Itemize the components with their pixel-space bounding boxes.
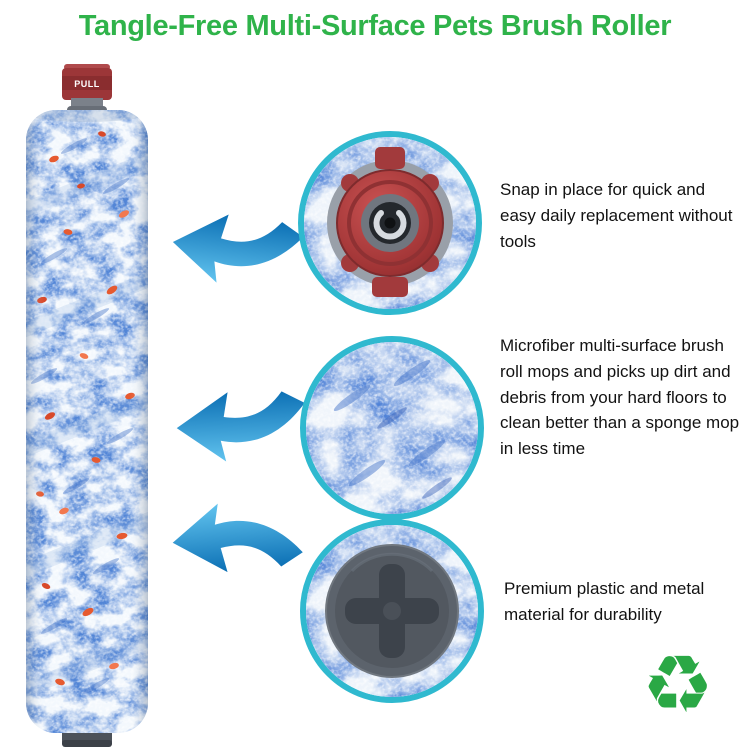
end-cap-closeup-photo [306, 525, 478, 697]
roller-body [26, 110, 148, 733]
callout-circle-end [300, 519, 484, 703]
recycle-icon: ♻ [642, 638, 714, 731]
callout-circle-cap [298, 131, 482, 315]
feature-text-snap-in: Snap in place for quick and easy daily r… [500, 180, 733, 251]
feature-text-microfiber: Microfiber multi-surface brush roll mops… [500, 336, 740, 459]
pull-label: PULL [74, 79, 100, 89]
callout-circle-fiber [300, 336, 484, 520]
microfiber-closeup-photo [306, 342, 478, 514]
callout-arrow-icon [172, 503, 303, 573]
cap-closeup-photo [304, 137, 476, 309]
page-title: Tangle-Free Multi-Surface Pets Brush Rol… [78, 10, 672, 42]
pull-cap: PULL [62, 64, 112, 100]
callout-arrow-icon [172, 214, 304, 283]
brush-roller-photo: PULL [26, 64, 148, 747]
callout-arrow-icon [176, 391, 305, 462]
feature-text-durability: Premium plastic and metal material for d… [504, 579, 705, 624]
